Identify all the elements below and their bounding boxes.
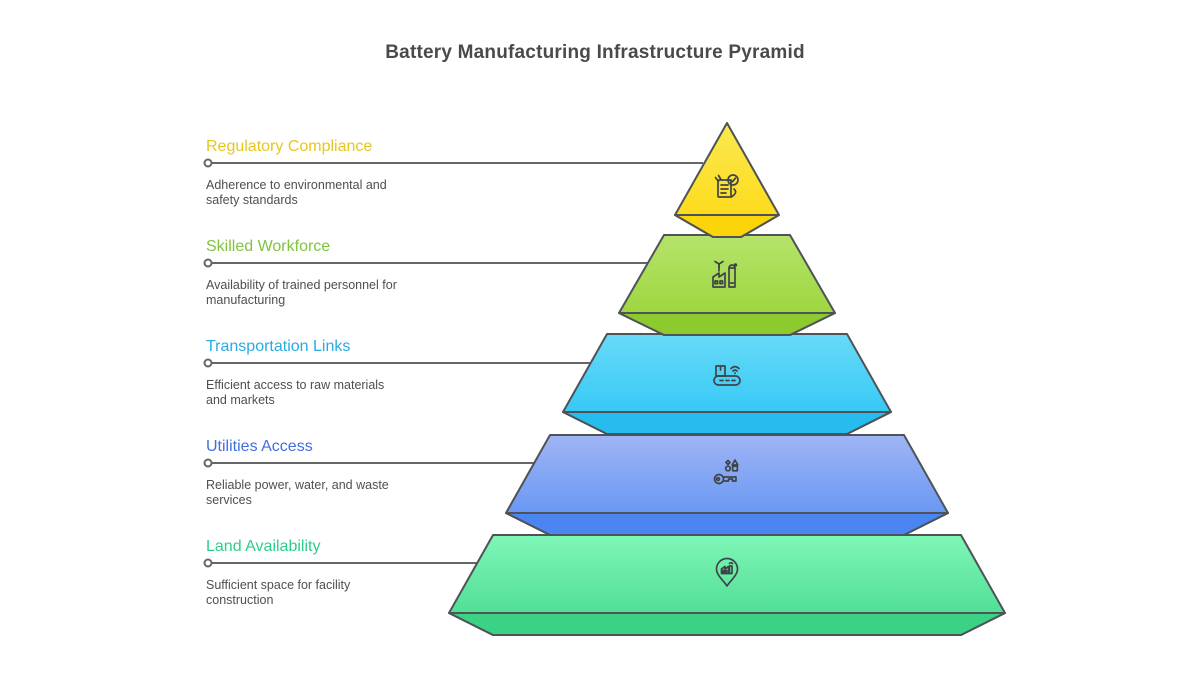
conveyor-box-wifi-icon	[713, 365, 741, 386]
diagram-title: Battery Manufacturing Infrastructure Pyr…	[385, 42, 805, 63]
level-description: Efficient access to raw materials and ma…	[206, 378, 436, 408]
connector-dot	[203, 158, 213, 168]
level-title: Land Availability	[206, 538, 321, 555]
level-description-line1: Reliable power, water, and waste	[206, 478, 389, 492]
level-description: Availability of trained personnel for ma…	[206, 278, 436, 308]
level-description-line1: Sufficient space for facility	[206, 578, 351, 592]
pyramid-level-transportation-links	[562, 333, 892, 435]
connector-dot	[203, 458, 213, 468]
connector-dot	[203, 258, 213, 268]
level-description-line1: Efficient access to raw materials	[206, 378, 385, 392]
level-description-line2: construction	[206, 593, 274, 607]
pyramid-level-utilities-access	[505, 434, 949, 536]
level-title: Utilities Access	[206, 438, 313, 455]
level-description-line1: Adherence to environmental and	[206, 178, 387, 192]
connector-dot	[203, 558, 213, 568]
level-description-line2: and markets	[206, 393, 275, 407]
label-group-utilities-access: Utilities Access Reliable power, water, …	[206, 437, 436, 508]
level-title: Skilled Workforce	[206, 238, 331, 255]
level-description-line2: services	[206, 493, 252, 507]
level-description: Reliable power, water, and waste service…	[206, 478, 436, 508]
level-title: Transportation Links	[206, 338, 351, 355]
factory-turbine-icon	[712, 260, 738, 288]
pyramid-level-skilled-workforce	[618, 234, 836, 336]
label-group-land-availability: Land Availability Sufficient space for f…	[206, 537, 436, 608]
label-group-skilled-workforce: Skilled Workforce Availability of traine…	[206, 237, 436, 308]
connector-lines	[203, 158, 703, 568]
connector-dot	[203, 358, 213, 368]
label-group-regulatory-compliance: Regulatory Compliance Adherence to envir…	[206, 137, 436, 208]
certificate-check-icon	[714, 174, 739, 198]
level-description-line1: Availability of trained personnel for	[206, 278, 397, 292]
key-shapes-icon	[713, 459, 739, 485]
label-group-transportation-links: Transportation Links Efficient access to…	[206, 337, 436, 408]
level-description: Sufficient space for facility constructi…	[206, 578, 436, 608]
level-description-line2: manufacturing	[206, 293, 286, 307]
level-description: Adherence to environmental and safety st…	[206, 178, 436, 208]
level-description-line2: safety standards	[206, 193, 298, 207]
map-pin-factory-icon	[715, 557, 739, 587]
level-title: Regulatory Compliance	[206, 138, 373, 155]
